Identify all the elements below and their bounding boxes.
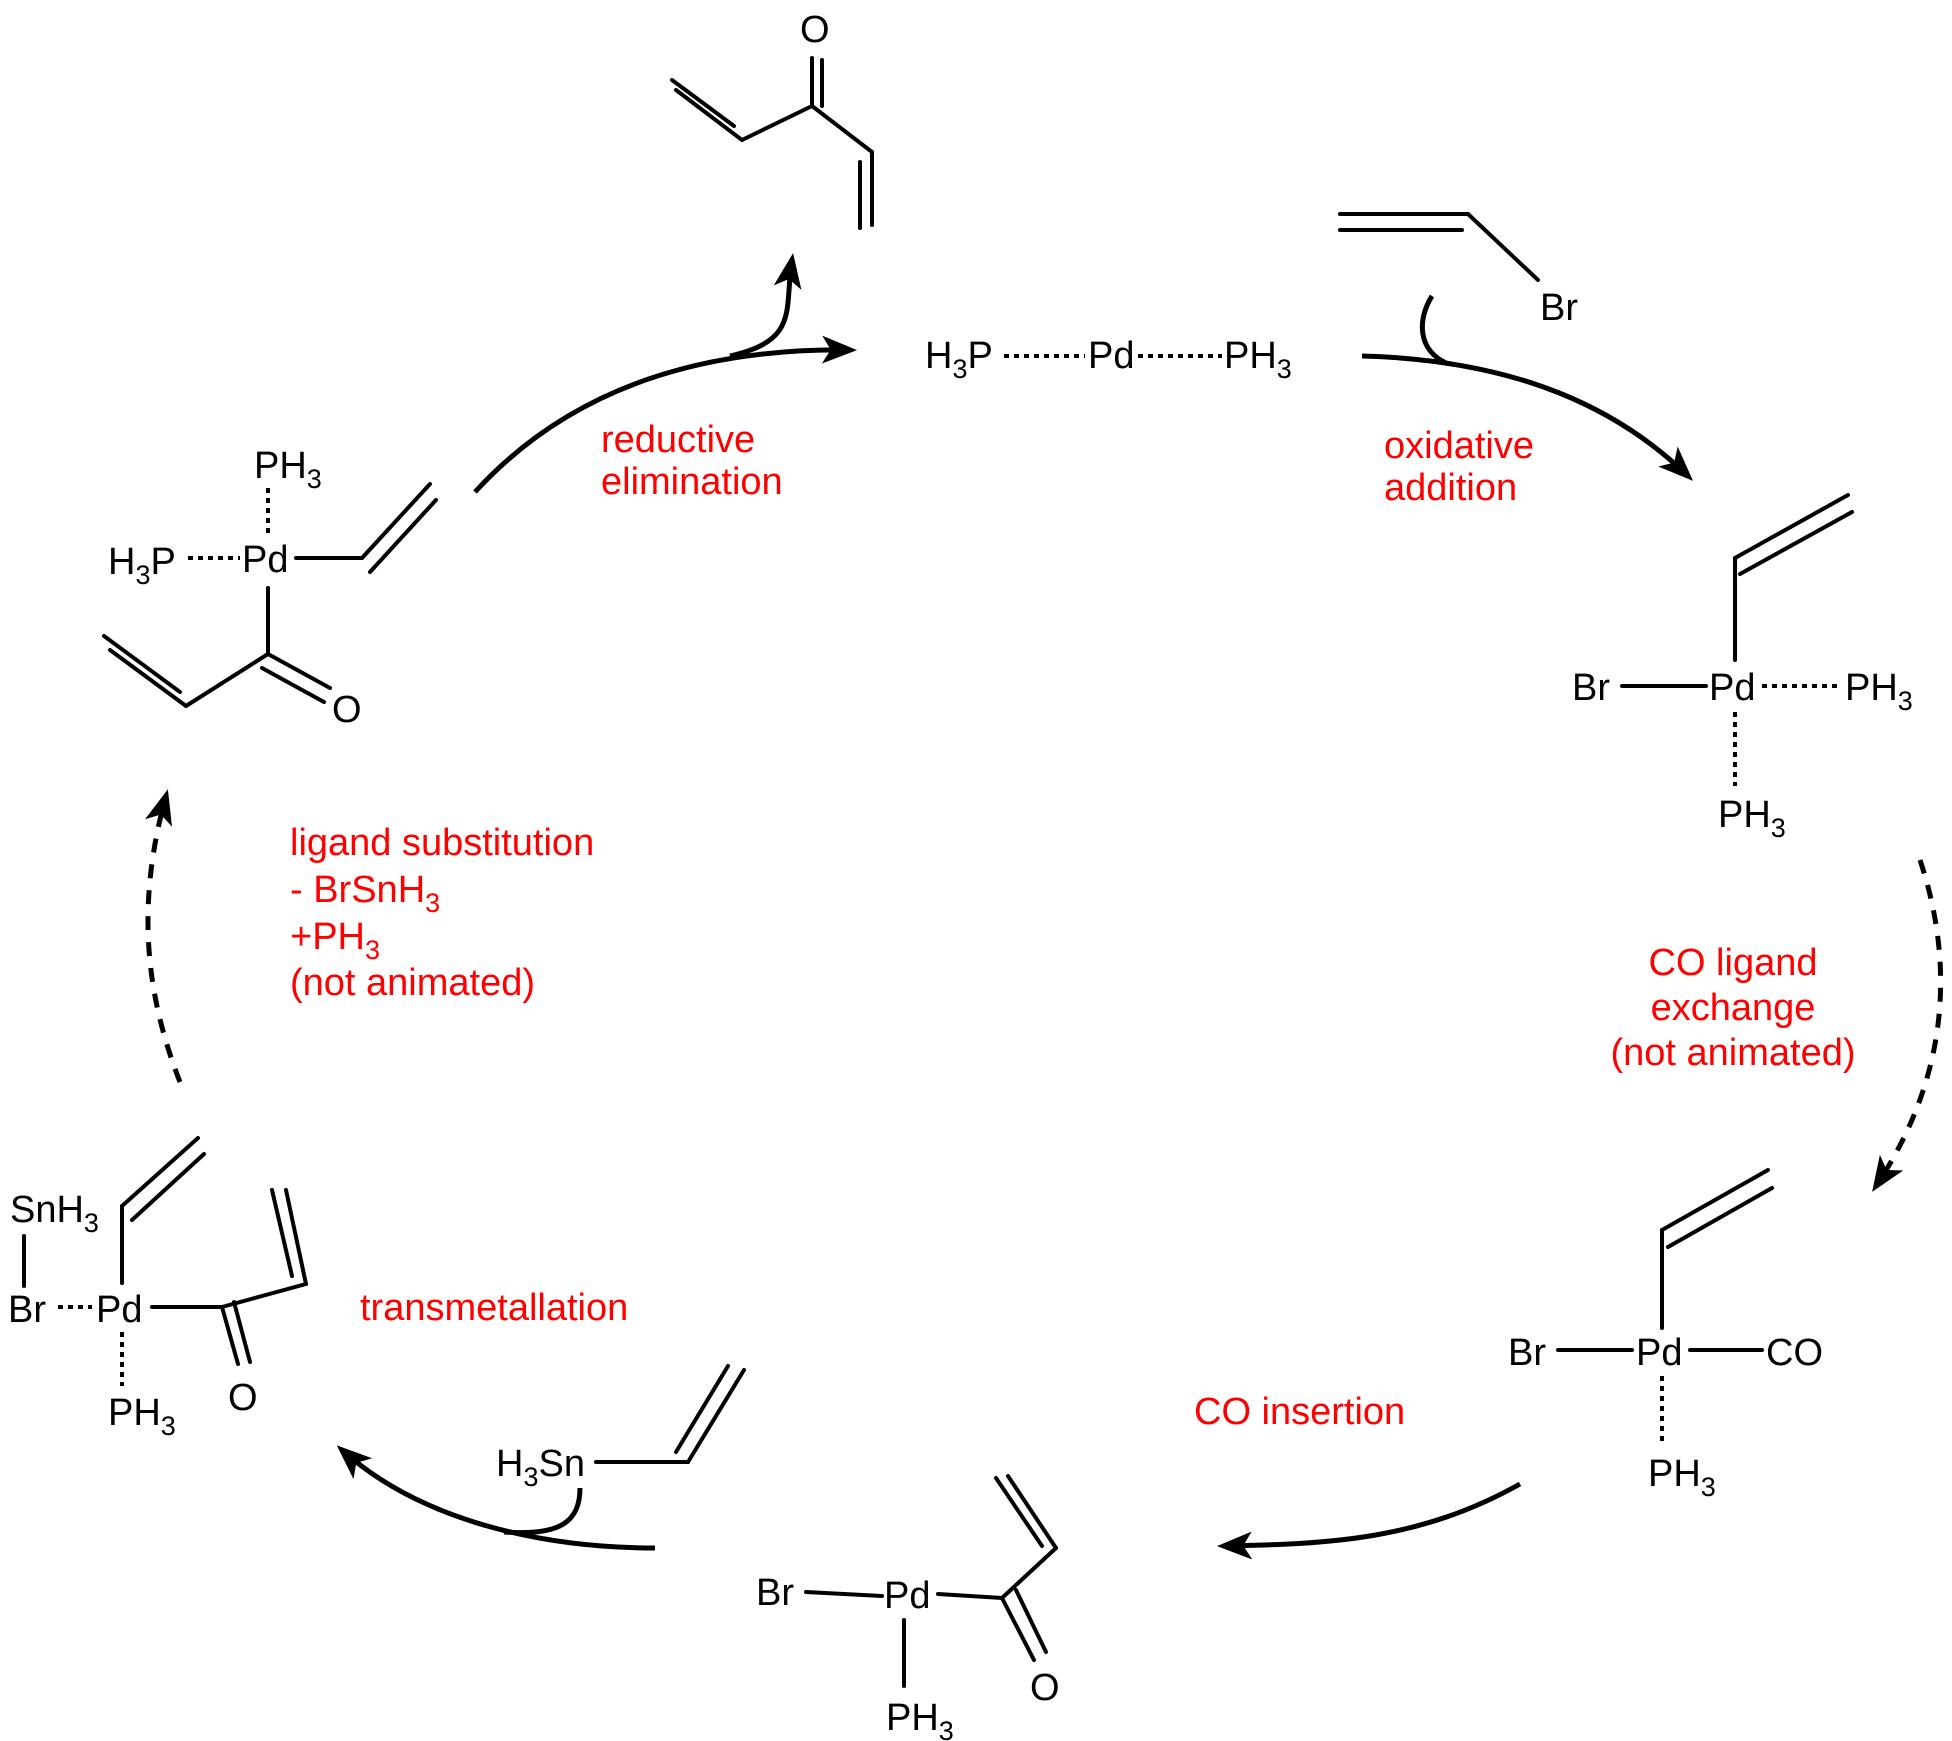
label-oxidative: oxidative: [1384, 425, 1534, 467]
label-transmetallation: transmetallation: [360, 1287, 628, 1329]
label-ligand-substitution: ligand substitution: [290, 822, 594, 864]
arrow-reductive-elimination: [473, 335, 857, 494]
oa-ph3-bottom: PH3: [1718, 794, 1786, 843]
arrow-stannane-entry: [503, 1487, 583, 1536]
label-reductive: reductive: [601, 419, 755, 461]
cycle-arrows: [145, 253, 1944, 1560]
oa-pd: Pd: [1709, 667, 1755, 709]
acyl-oxygen: O: [1030, 1667, 1060, 1709]
catalyst-pd: Pd: [1088, 335, 1134, 377]
co-complex-ph3: PH3: [1648, 1453, 1716, 1502]
oa-ph3-right: PH3: [1845, 667, 1913, 716]
label-exchange: exchange: [1651, 987, 1816, 1029]
co-complex-pd: Pd: [1636, 1332, 1682, 1374]
pd0-catalyst: H3P Pd PH3: [925, 335, 1292, 384]
label-elimination: elimination: [601, 461, 783, 503]
arrow-ligand-substitution: [145, 789, 183, 1083]
label-co-insertion: CO insertion: [1194, 1391, 1405, 1433]
stannane-h3sn: H3Sn: [496, 1443, 585, 1492]
co-complex-co: CO: [1766, 1332, 1823, 1374]
co-complex: Br Pd CO PH3: [1508, 1168, 1823, 1502]
label-not-animated-left: (not animated): [290, 962, 535, 1004]
acyl-br: Br: [756, 1572, 794, 1614]
re-ph3-top: PH3: [254, 445, 322, 494]
catalyst-ph3: PH3: [1224, 335, 1292, 384]
vinyl-stannane: H3Sn: [496, 1364, 746, 1492]
arrow-transmetallation: [336, 1445, 656, 1551]
transmetallation-complex: SnH3 Br Pd O PH3: [8, 1136, 308, 1441]
product-divinyl-ketone: O: [670, 9, 874, 230]
arrow-vinyl-bromide-entry: [1419, 294, 1450, 367]
pre-elimination-complex: PH3 H3P Pd O: [102, 445, 438, 731]
product-oxygen: O: [800, 9, 830, 51]
label-co-ligand: CO ligand: [1649, 942, 1818, 984]
acyl-pd: Pd: [884, 1575, 930, 1617]
vinyl-bromide: Br: [1338, 212, 1578, 329]
arrow-oxidative-addition: [1361, 353, 1694, 481]
re-h3p: H3P: [108, 541, 176, 590]
tm-oxygen: O: [228, 1377, 258, 1419]
re-pd: Pd: [242, 539, 288, 581]
step-labels: reductive elimination oxidative addition…: [290, 419, 1856, 1433]
co-complex-br: Br: [1508, 1332, 1546, 1374]
label-addition: addition: [1384, 467, 1517, 509]
tm-snh3: SnH3: [10, 1189, 99, 1238]
re-oxygen: O: [332, 689, 362, 731]
label-plus-ph3: +PH3: [290, 916, 380, 965]
arrow-product-release: [729, 253, 802, 359]
label-not-animated-right: (not animated): [1610, 1032, 1855, 1074]
tm-br: Br: [8, 1289, 46, 1331]
tm-ph3: PH3: [108, 1392, 176, 1441]
oxidative-addition-complex: Br Pd PH3 PH3: [1572, 493, 1913, 843]
catalyst-h3p: H3P: [925, 335, 993, 384]
label-minus-brsnh3: - BrSnH3: [290, 869, 440, 918]
acyl-ph3: PH3: [886, 1697, 954, 1741]
vinyl-bromide-br: Br: [1540, 287, 1578, 329]
oa-br: Br: [1572, 667, 1610, 709]
acyl-pd-complex: Br Pd O PH3: [756, 1474, 1060, 1741]
arrow-co-ligand-exchange: [1872, 859, 1944, 1192]
arrow-co-insertion: [1217, 1481, 1522, 1560]
tm-pd: Pd: [96, 1289, 142, 1331]
